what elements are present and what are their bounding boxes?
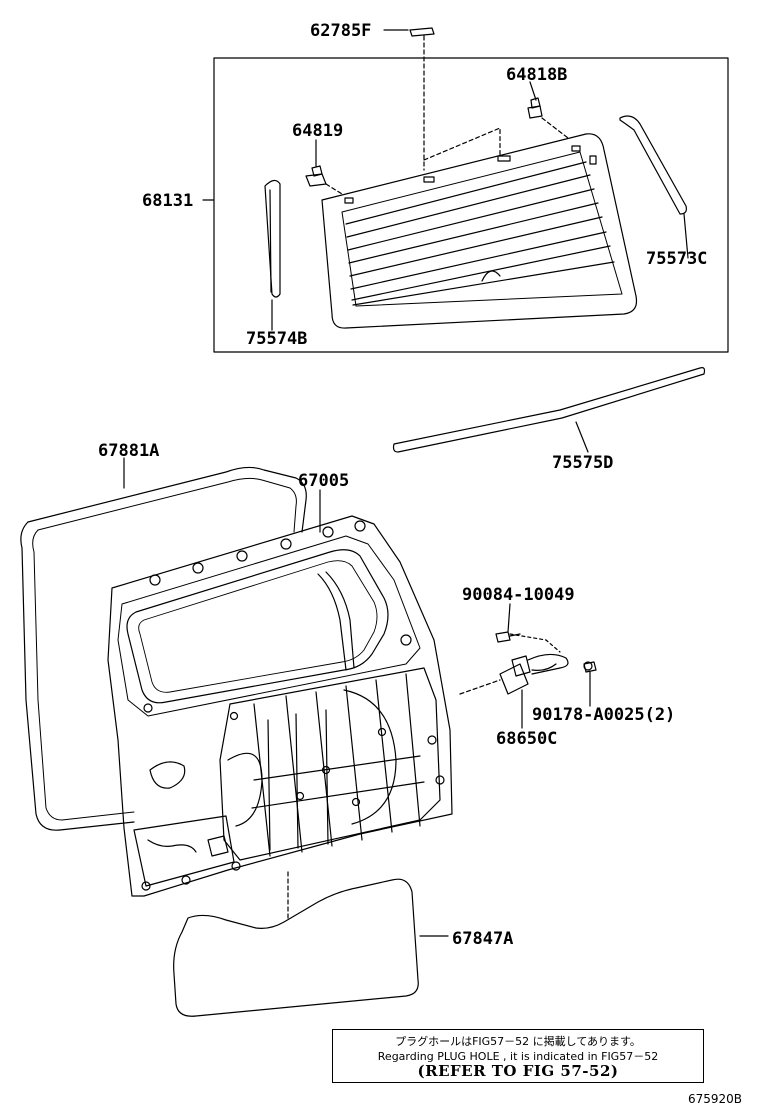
weatherstrip-75575d: [392, 367, 706, 453]
figure-id: 675920B: [688, 1092, 743, 1106]
glass-assembly-frame: [213, 57, 729, 353]
hinge-assembly: [459, 631, 597, 695]
label-75573c: 75573C: [646, 249, 707, 269]
moulding-75573c: [619, 115, 687, 215]
label-64818b: 64818B: [506, 65, 567, 85]
label-67881a: 67881A: [98, 441, 159, 461]
reference-note-box: プラグホールはFIG57－52 に掲載してあります。 Regarding PLU…: [332, 1029, 704, 1083]
label-67847a: 67847A: [452, 929, 513, 949]
stopper-64819: [305, 165, 343, 195]
label-68131: 68131: [142, 191, 193, 211]
label-75575d: 75575D: [552, 453, 613, 473]
label-90084-10049: 90084-10049: [462, 585, 575, 605]
label-62785f: 62785F: [310, 21, 371, 41]
label-67005: 67005: [298, 471, 349, 491]
clip-62785f: [409, 27, 435, 37]
note-japanese: プラグホールはFIG57－52 に掲載してあります。: [395, 1035, 641, 1048]
note-reference: (REFER TO FIG 57-52): [417, 1062, 619, 1080]
door-seal-67881a: [20, 466, 307, 831]
stopper-64818b: [527, 97, 569, 139]
back-door-panel: [107, 515, 453, 897]
back-door-glass: [321, 133, 638, 329]
label-90178-a0025: 90178-A0025(2): [532, 705, 675, 725]
label-75574b: 75574B: [246, 329, 307, 349]
label-68650c: 68650C: [496, 729, 557, 749]
trim-cover-67847a: [173, 878, 419, 1017]
label-64819: 64819: [292, 121, 343, 141]
moulding-75574b: [264, 179, 281, 298]
note-english: Regarding PLUG HOLE , it is indicated in…: [377, 1050, 659, 1063]
